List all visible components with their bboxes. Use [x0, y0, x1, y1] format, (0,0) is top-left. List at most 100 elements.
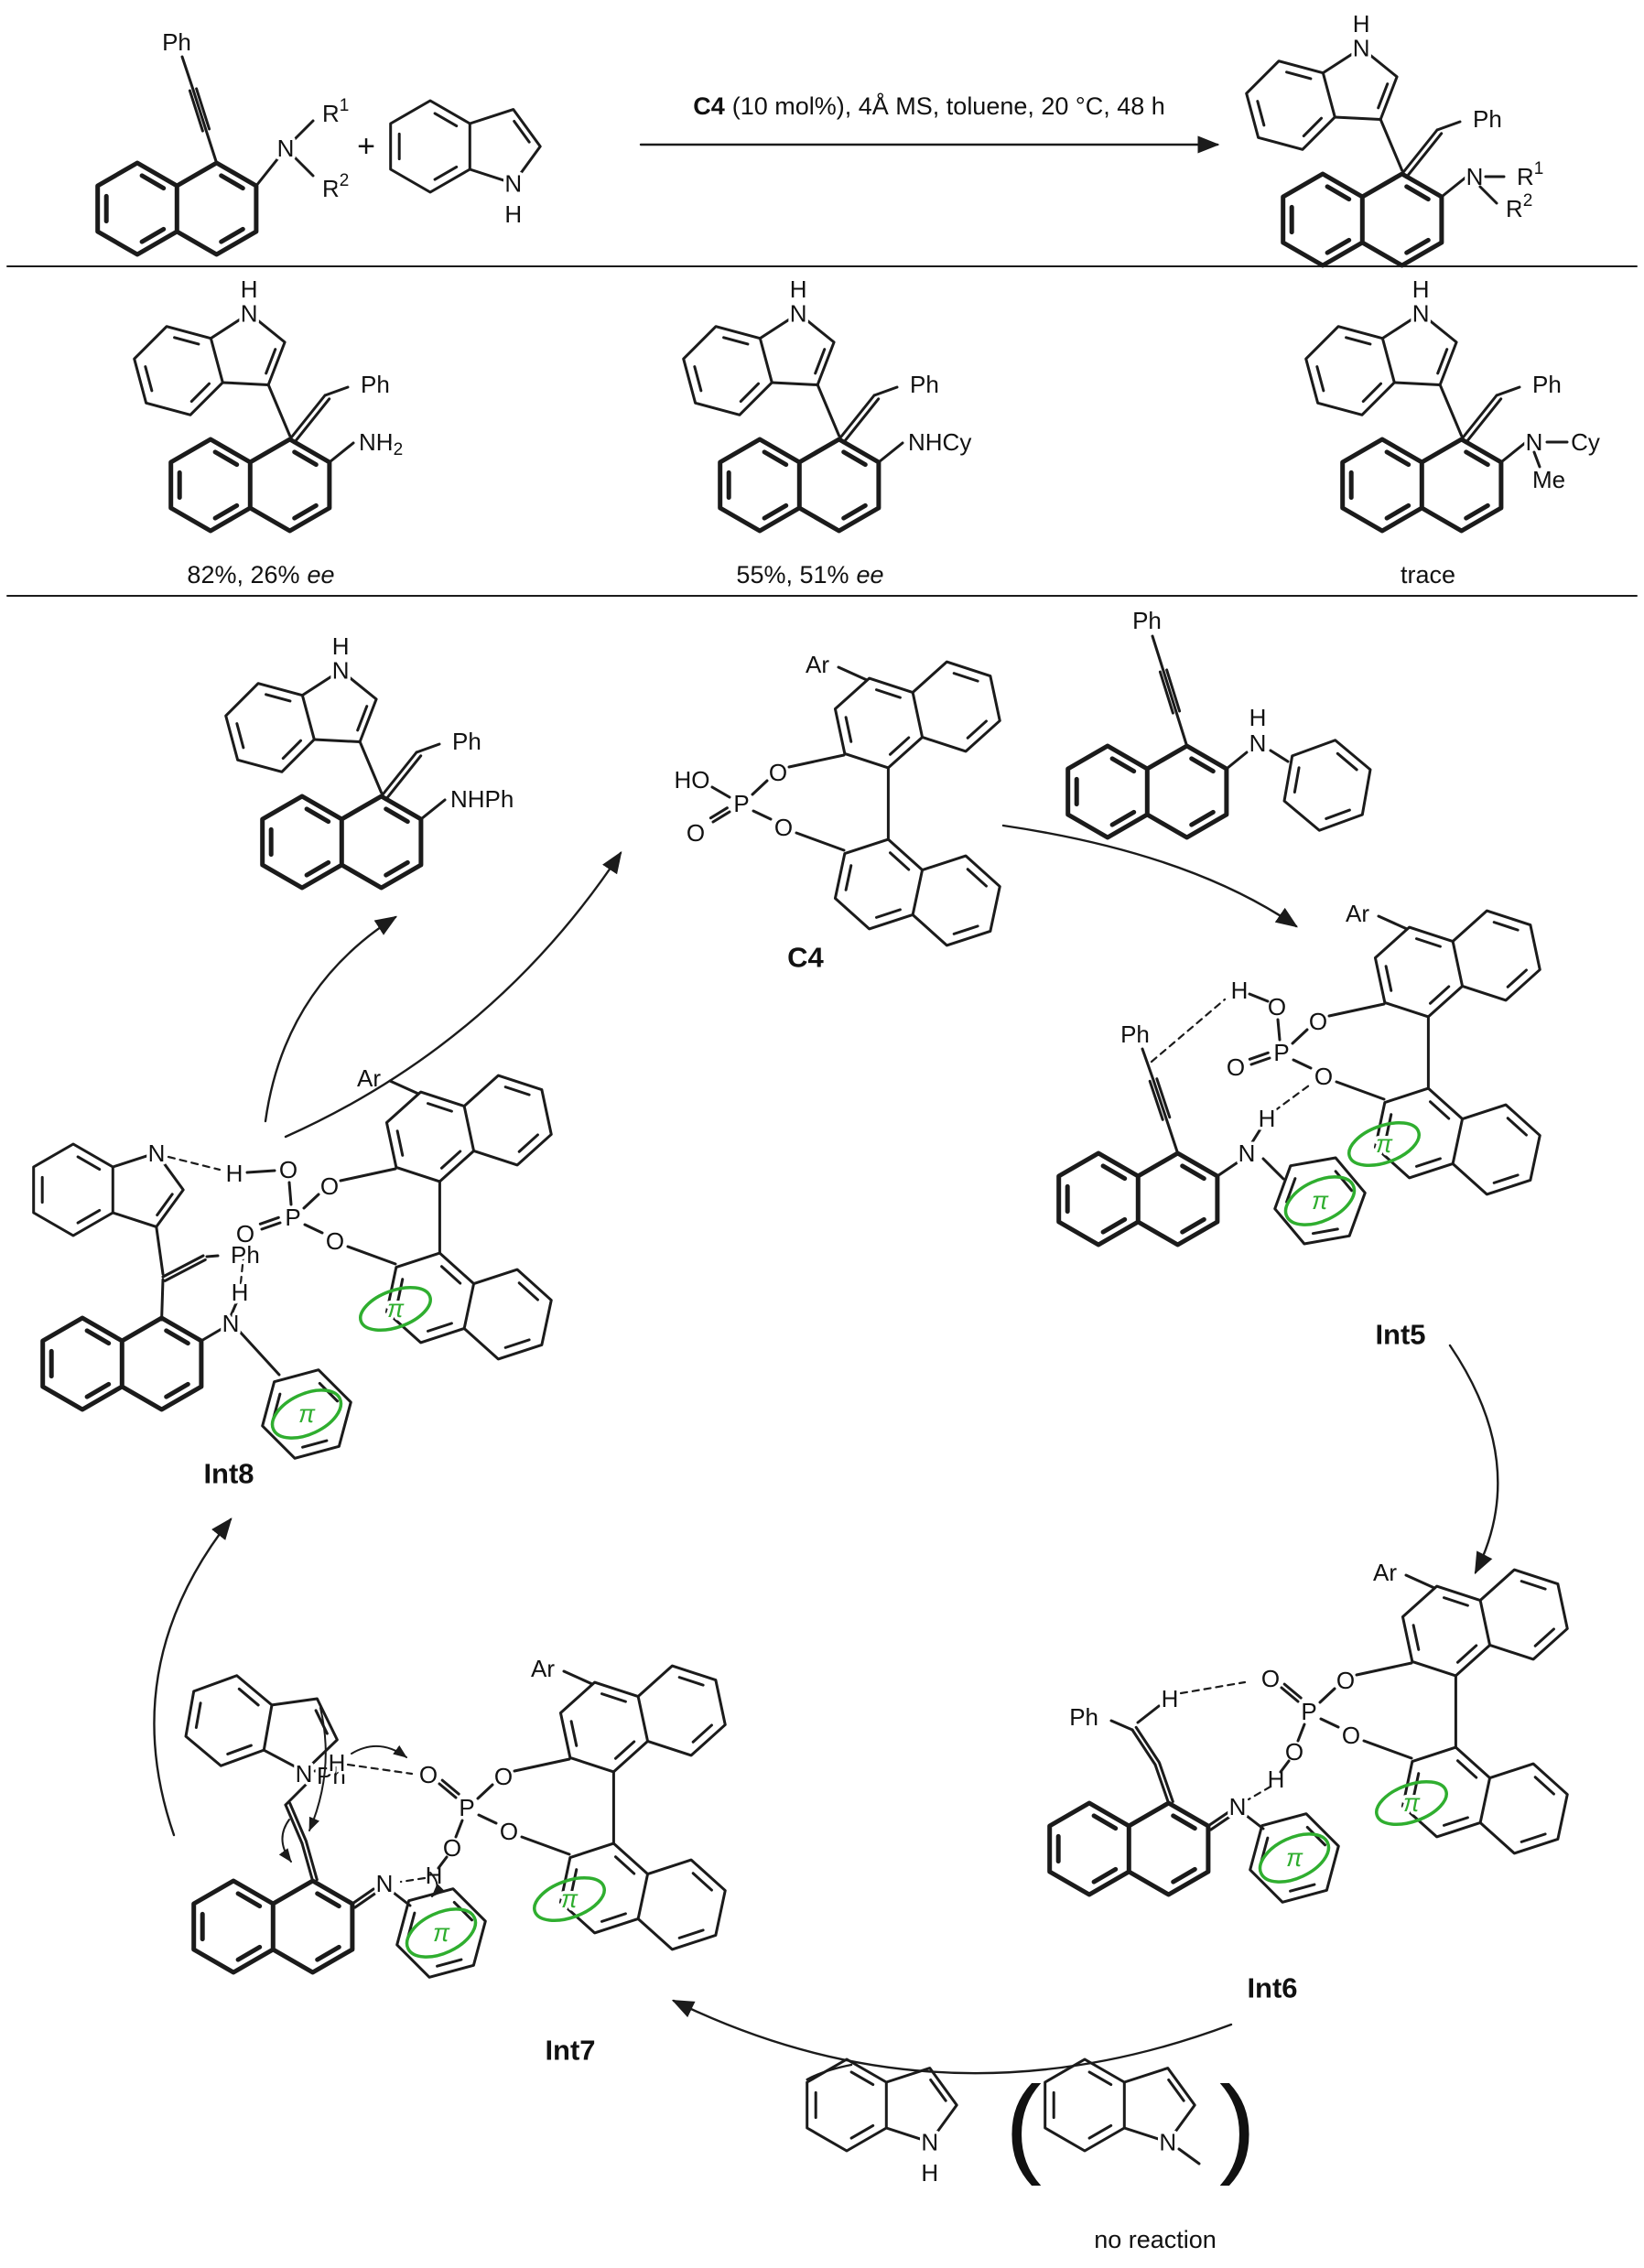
binol-phosphate-core: [459, 1655, 730, 1958]
naphthalene-ring: [1050, 1803, 1208, 1895]
substituent-R1: R1: [1517, 159, 1543, 191]
bonds: [245, 1169, 293, 1231]
indole-reagent: N H: [389, 99, 542, 232]
hbond-OH-N: [399, 1876, 427, 1884]
pi-ellipse: [405, 1907, 478, 1959]
pi-ellipse: [270, 1388, 343, 1440]
int6-substrate: Ph H N π: [1050, 1680, 1347, 1915]
atom-N: N: [1249, 729, 1267, 757]
atom-N: N: [222, 1310, 240, 1337]
amine-NR1R2: N R1 R2: [1463, 156, 1547, 226]
binol-phosphate-core: [285, 1064, 556, 1367]
product-core: [1240, 10, 1502, 265]
pi-label: π: [561, 1885, 579, 1913]
binol-phosphate-core: [1301, 1559, 1572, 1862]
atom-O: O: [419, 1761, 438, 1788]
pi-label: π: [433, 1919, 450, 1947]
arrow-indole-join: [806, 2063, 853, 2081]
atom-HO: HO: [675, 766, 710, 794]
pi-label: π: [1403, 1789, 1421, 1817]
int5-substrate: Ph N H π: [1059, 998, 1375, 1259]
int7-substrate: Ph N H N π: [180, 1667, 493, 1990]
substituent-R2: R2: [322, 171, 349, 203]
result-label-3: trace: [1401, 561, 1455, 589]
catalyst-c4: HO O C4: [671, 651, 1005, 977]
atom-O: O: [1227, 1053, 1245, 1081]
indole-free: N H: [806, 2057, 958, 2190]
binol-phosphate-core: [1273, 900, 1544, 1203]
pi-ellipse: [1258, 1832, 1331, 1884]
substituent-NH2: NH2: [359, 428, 403, 459]
atom-N: N: [296, 1760, 313, 1787]
atom-Ph: Ph: [1069, 1703, 1098, 1731]
atom-Ph: Ph: [231, 1241, 260, 1269]
bonds: [437, 1778, 464, 1870]
c4-label: C4: [787, 942, 824, 974]
pi-label: π: [298, 1400, 316, 1428]
atom-O: O: [236, 1220, 254, 1247]
substrate-alkynylamine: Ph N R1 R2: [98, 26, 352, 254]
arrow-int7-to-int8: [153, 1517, 233, 1837]
atom-O: O: [279, 1156, 297, 1183]
pi-label: π: [1312, 1187, 1329, 1215]
substituent-R2: R2: [1506, 191, 1532, 223]
atom-O: O: [687, 819, 705, 847]
indole-nmethyl: ( N ): [1002, 2057, 1259, 2190]
atom-N: N: [148, 1139, 166, 1167]
bonds: [1248, 992, 1282, 1066]
benzene-ring: [1279, 731, 1376, 839]
atom-O: O: [1261, 1665, 1280, 1692]
mech-arrow-oh: [429, 1872, 446, 1897]
atom-H: H: [232, 1279, 249, 1306]
atom-Ph: Ph: [1132, 607, 1162, 634]
amine-NCyMe: N Cy Me: [1522, 426, 1603, 497]
product-ncyme: N Cy Me: [1300, 275, 1603, 531]
product-generic: N R1 R2: [1240, 10, 1547, 265]
hbond-NH-O: [239, 1245, 246, 1285]
naphthalene-ring: [1059, 1153, 1217, 1245]
int8-catalyst-fragment: O H O π: [222, 1064, 557, 1367]
pi-label: π: [1286, 1844, 1303, 1872]
n-methyl-bond: [1177, 2147, 1201, 2165]
binol-phosphate-core: [733, 651, 1004, 954]
atom-H: H: [329, 1749, 346, 1777]
atom-H: H: [1249, 704, 1267, 731]
hbond-OH-N: [1247, 1785, 1272, 1801]
bonds: [1141, 1047, 1285, 1181]
arrow-int5-to-int6: [1448, 1344, 1499, 1575]
product-core: [677, 275, 939, 531]
arrow-int6-to-int7: [671, 1999, 1233, 2075]
hbond-CH-O: [1179, 1680, 1247, 1695]
atom-Ph: Ph: [162, 28, 191, 56]
atom-N: N: [1159, 2128, 1176, 2155]
atom-H: H: [1162, 1685, 1179, 1712]
hbond-indoleN-HO: [167, 1155, 222, 1172]
arrow-c4-to-int5: [1001, 824, 1298, 928]
paren-left: (: [1005, 2064, 1042, 2187]
product-core: [220, 632, 481, 888]
bonds: [155, 1225, 281, 1377]
pi-ellipse: [1347, 1121, 1421, 1167]
bonds: [1279, 1682, 1306, 1774]
mech-arrow-c3-attack: [308, 1707, 327, 1831]
product-nh2: NH2: [128, 275, 406, 531]
hbond-indoleNH-O: [346, 1763, 414, 1776]
atom-H: H: [504, 200, 522, 228]
int8-substrate: N Ph N H π: [32, 1137, 359, 1471]
naphthalene-ring: [194, 1881, 352, 1972]
reaction-conditions: C4(10 mol%), 4Å MS, toluene, 20 °C, 48 h: [693, 92, 1165, 120]
atom-Ph: Ph: [1120, 1021, 1150, 1048]
pi-ellipse: [1375, 1780, 1448, 1826]
plus-sign: +: [357, 129, 375, 164]
int8-label: Int8: [203, 1458, 254, 1490]
atom-O: O: [1268, 993, 1286, 1021]
cycle-product-nhph: NHPh: [220, 632, 517, 888]
pi-ellipse: [1283, 1175, 1357, 1226]
arrow-int8-to-c4: [284, 851, 622, 1139]
pi-ellipse: [359, 1286, 432, 1332]
result-label-1: 82%, 26%ee: [187, 561, 334, 589]
mech-arrow-allene: [278, 1819, 292, 1863]
substituent-Cy: Cy: [1571, 428, 1600, 456]
paren-right: ): [1219, 2064, 1256, 2187]
